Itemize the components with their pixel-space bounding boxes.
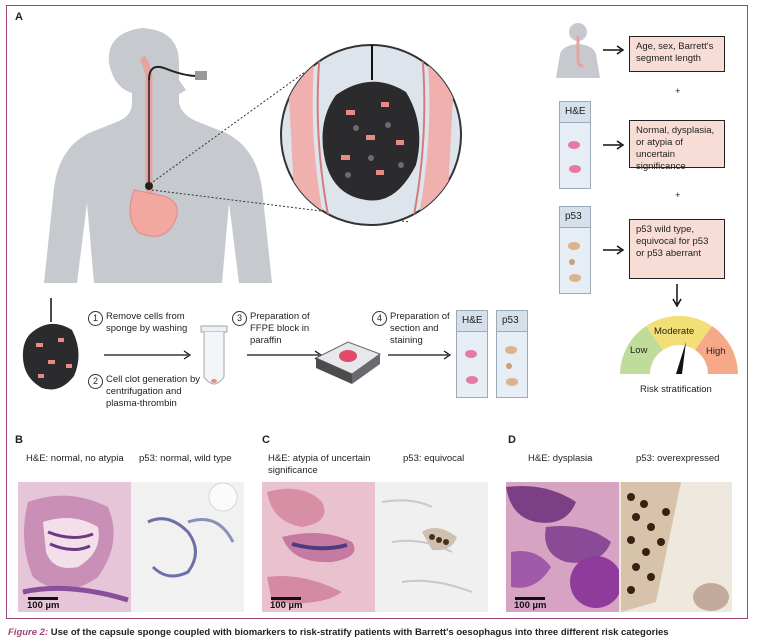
panel-label-b: B [15,434,23,446]
p53-slide-workflow: p53 [496,310,528,398]
arrow-icon [603,45,625,55]
gauge-moderate: Moderate [654,326,695,337]
tissue-icon [465,350,478,384]
d-p53-label: p53: overexpressed [636,453,720,464]
panel-label-c: C [262,434,270,446]
he-slide-workflow: H&E [456,310,488,398]
step-2: 2 [88,374,103,389]
d-he-label: H&E: dysplasia [528,453,593,464]
figure-frame [6,5,748,619]
step-3-number: 3 [232,311,247,326]
plus-sign: + [675,86,681,97]
figure-caption: Figure 2: Use of the capsule sponge coup… [8,627,669,638]
tissue-icon [568,242,581,282]
sponge-icon [22,298,79,390]
he-slide-label: H&E [560,102,590,123]
he-result-box: Normal, dysplasia, or atypia of uncertai… [629,120,725,172]
step-3-text: Preparation of FFPE block in paraffin [250,311,310,346]
step-2-text: Cell clot generation by centrifugation a… [106,374,200,409]
arrow-down-icon [672,284,682,308]
micrograph-c [262,482,488,612]
panel-label-a: A [15,11,23,23]
scale-label-b: 100 µm [27,600,60,611]
b-he-label: H&E: normal, no atypia [26,453,124,464]
human-silhouette [44,28,272,283]
ffpe-block-icon [314,341,382,384]
step-2-number: 2 [88,374,103,389]
scale-label-c: 100 µm [270,600,303,611]
he-slide: H&E [559,101,591,189]
patient-icon [556,23,600,78]
tissue-icon [505,346,518,386]
arrow-icon [104,350,192,360]
p53-result-box: p53 wild type, equivocal for p53 or p53 … [629,219,725,279]
arrow-icon [603,140,625,150]
p53-slide-label: p53 [560,207,590,228]
step-1-text: Remove cells from sponge by washing [106,311,188,334]
b-p53-label: p53: normal, wild type [139,453,232,464]
micrograph-d [506,482,732,612]
step-1-number: 1 [88,311,103,326]
plus-sign: + [675,190,681,201]
gauge-title: Risk stratification [640,384,712,395]
step-3: 3 [232,311,247,326]
scale-label-d: 100 µm [514,600,547,611]
he-slide-label: H&E [457,311,487,332]
step-4: 4 [372,311,387,326]
sponge-zoom-circle [280,44,462,226]
arrow-icon [603,245,625,255]
tube-icon [200,325,228,385]
risk-gauge [620,315,738,374]
scale-bar [271,597,301,600]
micrograph-b [18,482,244,612]
tissue-icon [568,141,581,173]
clinical-box: Age, sex, Barrett's segment length [629,36,725,72]
arrow-icon [388,350,452,360]
scale-bar [28,597,58,600]
step-4-number: 4 [372,311,387,326]
panel-label-d: D [508,434,516,446]
scale-bar [515,597,545,600]
p53-slide: p53 [559,206,591,294]
p53-slide-label: p53 [497,311,527,332]
step-1: 1 [88,311,188,326]
caption-text: Use of the capsule sponge coupled with b… [48,627,669,638]
c-p53-label: p53: equivocal [403,453,465,464]
caption-prefix: Figure 2: [8,627,49,638]
c-he-label: H&E: atypia of uncertain significance [268,453,371,476]
gauge-high: High [706,346,726,357]
step-4-text: Preparation of section and staining [390,311,450,346]
gauge-low: Low [630,345,648,356]
